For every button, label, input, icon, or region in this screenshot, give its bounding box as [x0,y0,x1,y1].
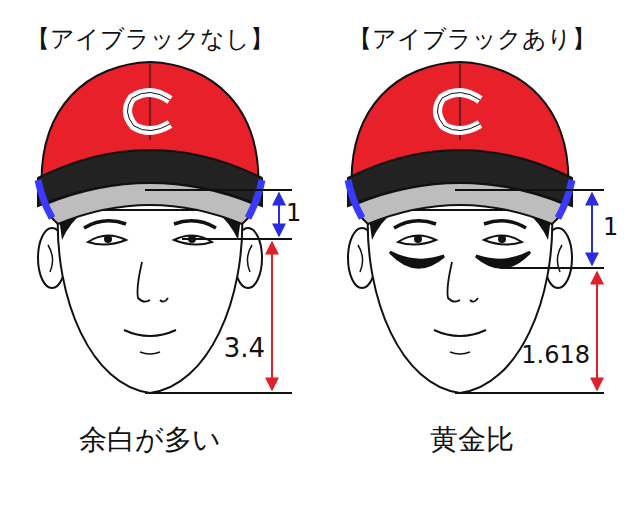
ratio-arrow [271,242,273,390]
panel-heading: 【アイブラックあり】 [348,26,596,52]
panel-caption: 黄金比 [430,425,514,456]
panel-caption: 余白が多い [79,425,221,456]
ratio-arrow [596,272,598,390]
ratio-number: 1 [603,214,618,240]
ratio-number: 3.4 [224,334,265,363]
panel-heading: 【アイブラックなし】 [26,26,274,52]
dimension-lines [455,190,604,393]
ratio-number: 1.618 [521,342,590,368]
dimension-lines [145,190,292,393]
ratio-number: 1 [286,200,301,226]
eye-black [390,252,530,267]
ratio-arrow [591,193,593,265]
ratio-arrow [278,193,280,236]
